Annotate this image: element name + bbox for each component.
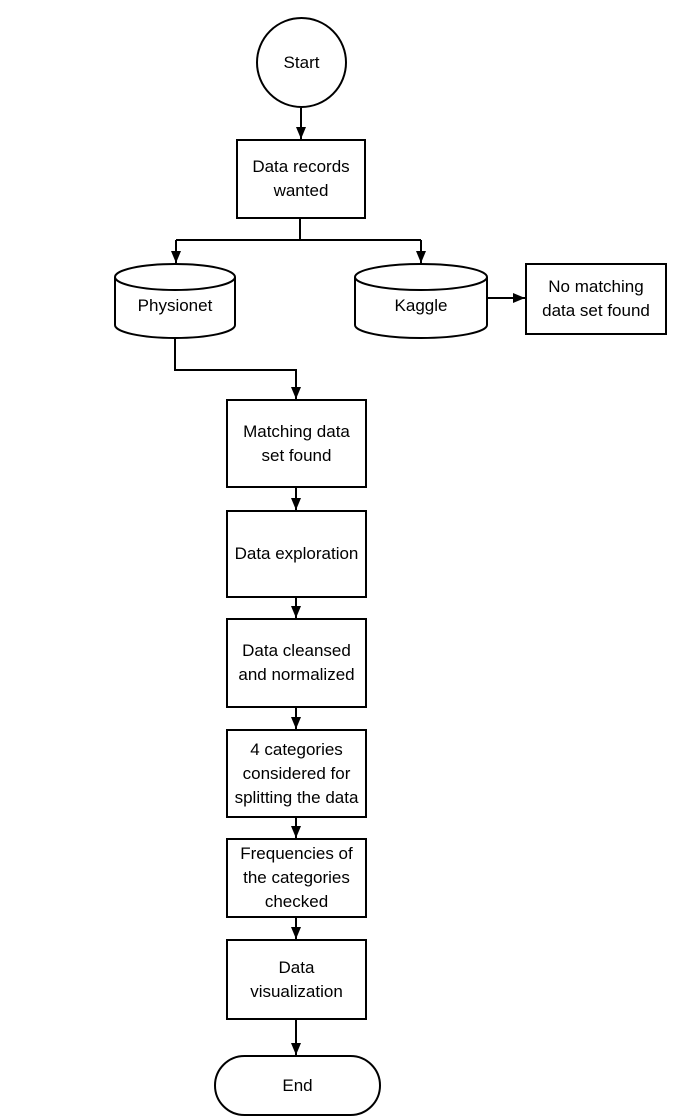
data-cleansed-node: Data cleansed and normalized — [226, 618, 367, 708]
kaggle-database-node: Kaggle — [355, 285, 487, 327]
frequencies-checked-node: Frequencies of the categories checked — [226, 838, 367, 918]
frequencies-checked-label: Frequencies of the categories checked — [240, 844, 353, 911]
matching-data-set-found-node: Matching data set found — [226, 399, 367, 488]
data-visualization-node: Data visualization — [226, 939, 367, 1020]
end-label: End — [282, 1075, 313, 1095]
no-matching-data-set-found-node: No matching data set found — [525, 263, 667, 335]
kaggle-label: Kaggle — [394, 296, 448, 315]
edge-physionet-to-matching — [174, 338, 301, 399]
matching-data-set-found-label: Matching data set found — [243, 421, 350, 465]
data-exploration-label: Data exploration — [234, 544, 359, 563]
physionet-label: Physionet — [137, 296, 213, 315]
four-categories-label: 4 categories considered for splitting th… — [234, 739, 359, 807]
kaggle-cylinder-shape — [354, 263, 488, 339]
no-matching-data-set-found-label: No matching data set found — [542, 277, 650, 320]
physionet-cylinder-shape — [114, 263, 236, 339]
data-records-wanted-label: Data records wanted — [252, 157, 350, 200]
data-records-wanted-node: Data records wanted — [236, 139, 366, 219]
end-node: End — [214, 1055, 381, 1116]
start-label: Start — [283, 52, 320, 72]
data-cleansed-label: Data cleansed and normalized — [238, 641, 355, 684]
data-visualization-label: Data visualization — [250, 957, 343, 1001]
data-exploration-node: Data exploration — [226, 510, 367, 598]
physionet-database-node: Physionet — [115, 285, 235, 327]
start-node: Start — [256, 17, 347, 108]
four-categories-node: 4 categories considered for splitting th… — [226, 729, 367, 818]
